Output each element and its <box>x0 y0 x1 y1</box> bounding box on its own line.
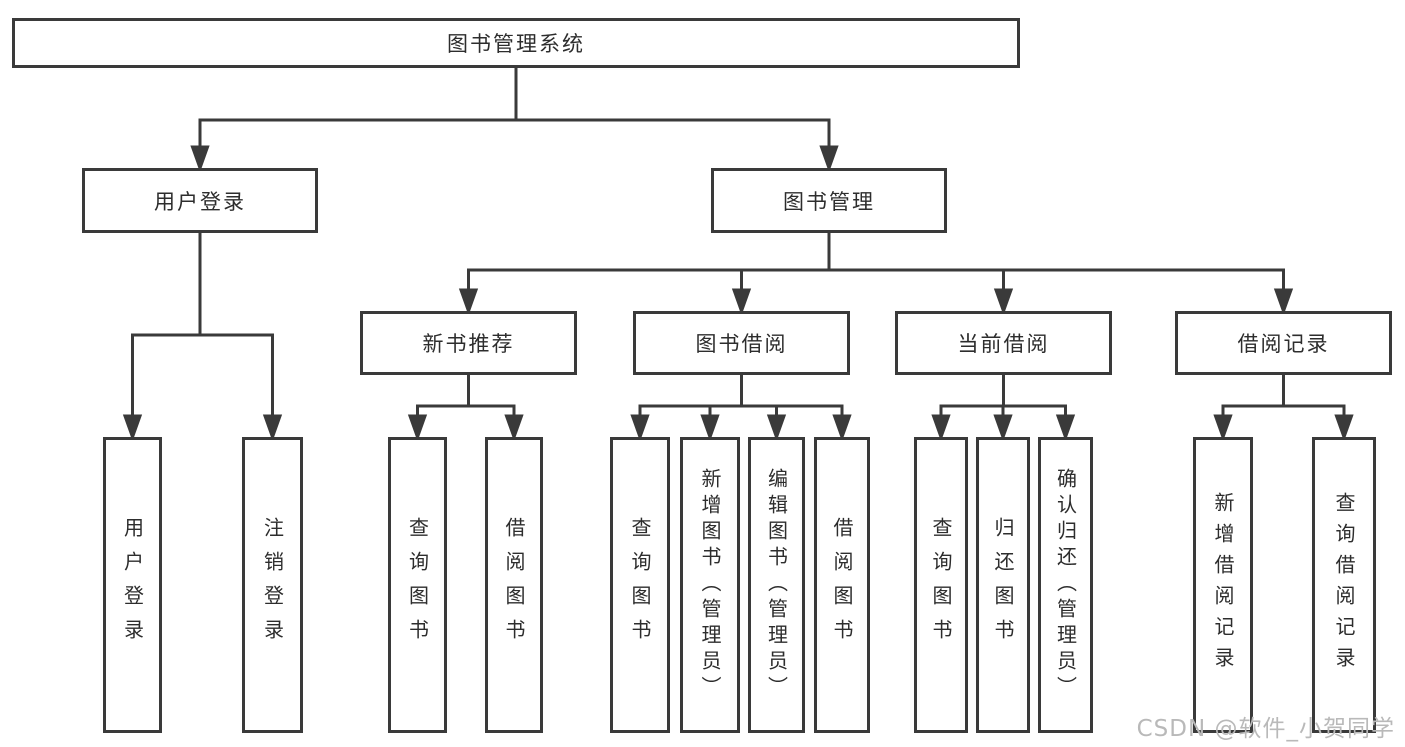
connector-root <box>190 66 839 173</box>
arrowhead <box>993 414 1013 442</box>
arrowhead <box>993 288 1014 316</box>
node-borrowing-records: 借阅记录 <box>1175 311 1392 375</box>
node-label: 查询图书 <box>405 517 430 653</box>
node-book-borrowing: 图书借阅 <box>633 311 850 375</box>
arrowhead <box>700 414 720 442</box>
node-label: 图书借阅 <box>695 332 788 356</box>
arrowhead <box>190 145 210 173</box>
node-user-login: 用户登录 <box>82 168 318 233</box>
leaf-records-add-record: 新增借阅记录 <box>1193 437 1253 733</box>
leaf-newbook-query-books: 查询图书 <box>388 437 447 733</box>
node-label: 用户登录 <box>154 189 246 214</box>
leaf-logout: 注销登录 <box>242 437 303 733</box>
node-label: 查询图书 <box>929 517 953 653</box>
connector-new-book-recommend <box>407 373 524 442</box>
connector-borrowing-records <box>1213 373 1354 442</box>
connector-user-login <box>122 231 283 442</box>
arrowhead <box>504 414 524 442</box>
leaf-user-login: 用户登录 <box>103 437 162 733</box>
connector-book-management <box>458 231 1294 316</box>
arrowhead <box>931 414 951 442</box>
leaf-current-return-books: 归还图书 <box>976 437 1030 733</box>
arrowhead <box>458 288 479 316</box>
arrowhead <box>1273 288 1294 316</box>
node-label: 新书推荐 <box>422 332 515 356</box>
csdn-watermark: CSDN @软件_小贺同学 <box>1136 716 1395 742</box>
node-label: 查询图书 <box>628 517 652 653</box>
leaf-borrow-edit-books-admin: 编辑图书（管理员） <box>748 437 805 733</box>
node-label: 图书管理 <box>783 189 875 214</box>
node-label: 当前借阅 <box>957 332 1050 356</box>
node-label: 查询借阅记录 <box>1332 492 1356 678</box>
connector-current-borrowing <box>931 373 1076 442</box>
arrowhead <box>407 414 428 442</box>
leaf-records-query-record: 查询借阅记录 <box>1312 437 1376 733</box>
arrowhead <box>731 288 752 316</box>
node-label: 新增图书（管理员） <box>698 468 722 702</box>
arrowhead <box>1334 414 1354 442</box>
leaf-current-confirm-return-admin: 确认归还（管理员） <box>1038 437 1093 733</box>
arrowhead <box>630 414 650 442</box>
node-label: 确认归还（管理员） <box>1053 468 1078 702</box>
leaf-borrow-add-books-admin: 新增图书（管理员） <box>680 437 740 733</box>
arrowhead <box>766 414 787 442</box>
node-label: 图书管理系统 <box>447 32 585 56</box>
arrowhead <box>1055 414 1076 442</box>
arrowhead <box>262 414 283 442</box>
node-label: 借阅图书 <box>502 517 526 653</box>
node-label: 借阅图书 <box>830 517 854 653</box>
arrowhead <box>1213 414 1233 442</box>
node-label: 用户登录 <box>120 517 145 653</box>
leaf-borrow-query-books: 查询图书 <box>610 437 670 733</box>
node-label: 借阅记录 <box>1237 332 1330 356</box>
node-book-management: 图书管理 <box>711 168 947 233</box>
node-label: 注销登录 <box>260 517 285 653</box>
leaf-newbook-borrow-books: 借阅图书 <box>485 437 543 733</box>
connector-book-borrowing <box>630 373 852 442</box>
node-label: 新增借阅记录 <box>1211 492 1235 678</box>
arrowhead <box>122 414 143 442</box>
leaf-current-query-books: 查询图书 <box>914 437 968 733</box>
leaf-borrow-borrow-books: 借阅图书 <box>814 437 870 733</box>
node-current-borrowing: 当前借阅 <box>895 311 1112 375</box>
node-library-system: 图书管理系统 <box>12 18 1020 68</box>
node-label: 编辑图书（管理员） <box>764 468 789 702</box>
arrowhead <box>832 414 852 442</box>
arrowhead <box>819 145 839 173</box>
node-new-book-recommend: 新书推荐 <box>360 311 577 375</box>
node-label: 归还图书 <box>991 517 1015 653</box>
